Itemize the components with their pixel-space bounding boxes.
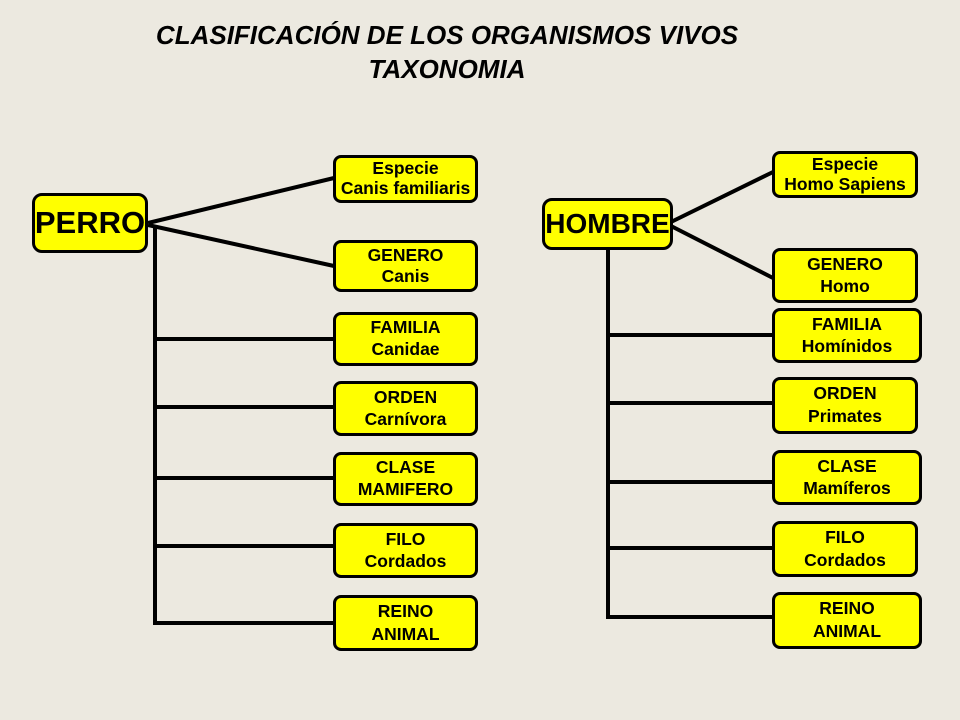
rank-label: FILO	[385, 528, 426, 549]
title-line-2: TAXONOMIA	[368, 54, 526, 84]
rank-label: ORDEN	[373, 386, 438, 407]
page-title: CLASIFICACIÓN DE LOS ORGANISMOS VIVOS TA…	[156, 18, 738, 86]
taxon-label: Canidae	[371, 339, 440, 360]
node-perro-filo: FILO Cordados	[333, 523, 478, 578]
taxon-label: Homo	[820, 275, 870, 296]
taxon-label: Carnívora	[364, 408, 447, 429]
connector-perro-genero	[147, 223, 335, 268]
node-hombre-clase: CLASE Mamíferos	[772, 450, 922, 505]
node-perro-reino: REINO ANIMAL	[333, 595, 478, 651]
taxon-label: Homo Sapiens	[784, 173, 906, 194]
connector-hombre-genero	[670, 224, 774, 280]
rank-label: REINO	[819, 598, 875, 619]
taxon-label: Primates	[808, 406, 882, 427]
node-hombre-orden: ORDEN Primates	[772, 377, 918, 434]
node-hombre-genero: GENERO Homo	[772, 248, 918, 303]
connector-perro-especie	[147, 176, 335, 225]
taxon-label: Homínidos	[801, 335, 893, 356]
rank-label: GENERO	[807, 253, 883, 274]
title-line-1: CLASIFICACIÓN DE LOS ORGANISMOS VIVOS	[155, 20, 739, 50]
root-node-perro: PERRO	[32, 193, 148, 253]
rank-label: FAMILIA	[812, 313, 882, 334]
node-hombre-filo: FILO Cordados	[772, 521, 918, 577]
node-perro-clase: CLASE MAMIFERO	[333, 452, 478, 506]
rank-label: REINO	[377, 601, 434, 621]
taxon-label: ANIMAL	[812, 621, 882, 642]
rank-label: FAMILIA	[370, 317, 441, 338]
taxon-label: Canis familiaris	[340, 178, 471, 199]
taxon-label: ANIMAL	[371, 623, 440, 644]
node-hombre-reino: REINO ANIMAL	[772, 592, 922, 649]
rank-label: FILO	[825, 527, 865, 547]
node-hombre-especie: Especie Homo Sapiens	[772, 151, 918, 198]
node-perro-especie: Especie Canis familiaris	[333, 155, 478, 203]
taxon-label: Cordados	[364, 550, 447, 571]
taxon-label: MAMIFERO	[357, 479, 454, 500]
node-hombre-familia: FAMILIA Homínidos	[772, 308, 922, 363]
rank-label: Especie	[811, 154, 879, 174]
node-perro-familia: FAMILIA Canidae	[333, 312, 478, 366]
rank-label: CLASE	[375, 457, 436, 478]
root-node-hombre: HOMBRE	[542, 198, 673, 250]
node-perro-genero: GENERO Canis	[333, 240, 478, 292]
taxon-label: Cordados	[804, 549, 886, 570]
taxon-label: Mamíferos	[803, 477, 891, 498]
node-perro-orden: ORDEN Carnívora	[333, 381, 478, 436]
connector-hombre-especie	[670, 170, 774, 224]
rank-label: Especie	[372, 158, 439, 179]
rank-label: CLASE	[817, 455, 877, 476]
taxon-label: Canis	[381, 265, 430, 286]
rank-label: GENERO	[367, 244, 444, 265]
rank-label: ORDEN	[813, 383, 877, 404]
